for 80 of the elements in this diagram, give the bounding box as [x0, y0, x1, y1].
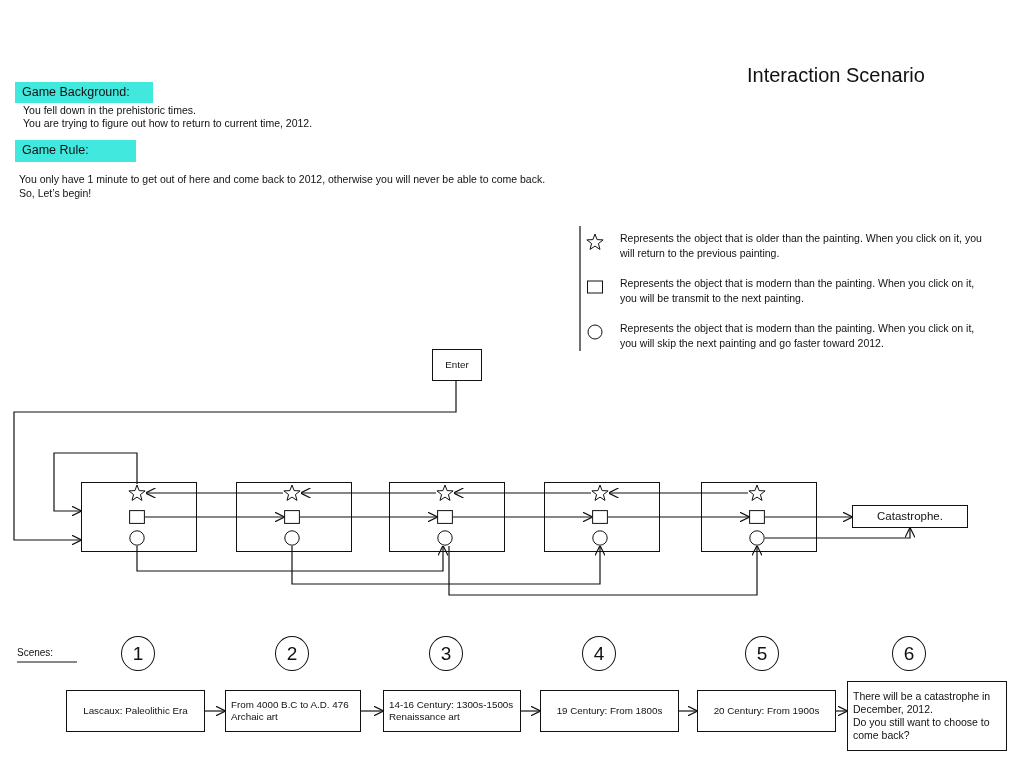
- process-box: [540, 690, 679, 732]
- box-label: Lascaux: Paleolithic Era: [83, 704, 188, 718]
- process-box: [847, 681, 1007, 751]
- circle-icon: [284, 530, 300, 546]
- arrow: [607, 487, 749, 499]
- step-number: 2: [286, 641, 298, 666]
- box-label: 14-16 Century: 1300s-1500s Renaissance art: [389, 698, 515, 724]
- process-box: [383, 690, 521, 732]
- square-icon: [749, 510, 765, 524]
- step-number: 5: [756, 641, 768, 666]
- arrow: [678, 705, 699, 717]
- process-box: [66, 690, 205, 732]
- arrow: [204, 705, 227, 717]
- process-box: [225, 690, 361, 732]
- box-label: 19 Century: From 1800s: [556, 704, 663, 718]
- arrow: [520, 705, 542, 717]
- scene-box: [236, 482, 352, 552]
- arrow: [764, 526, 916, 539]
- arrow: [360, 705, 385, 717]
- arrow: [452, 511, 594, 523]
- circle-icon: [749, 530, 765, 546]
- star-icon: [748, 484, 766, 502]
- step-circle: [582, 636, 616, 671]
- arrow: [13, 380, 457, 546]
- square-icon: [129, 510, 145, 524]
- scene-box: [389, 482, 505, 552]
- legend-text: Represents the object that is older than the painting. When you click on it, you will return to the previous painting.: [620, 231, 983, 261]
- box-label: From 4000 B.C to A.D. 476 Archaic art: [231, 698, 350, 724]
- arrow: [835, 705, 849, 717]
- step-number: 4: [593, 641, 605, 666]
- legend-text: Represents the object that is modern than the painting. When you click on it, you will skip the next painting and go faster toward 2012.: [620, 321, 976, 351]
- step-circle: [429, 636, 463, 671]
- arrow: [452, 487, 592, 499]
- arrow: [144, 511, 286, 523]
- note-text: So, Let’s begin!: [19, 187, 92, 200]
- heading-band: Game Rule:: [15, 140, 136, 162]
- box-label: There will be a catastrophe in December, 2012.: [853, 689, 992, 716]
- square-icon: [592, 510, 608, 524]
- legend-text: Represents the object that is modern than the painting. When you click on it, you will be transmit to the next painting.: [620, 276, 976, 306]
- star-icon: [436, 484, 454, 502]
- step-number: 6: [903, 641, 915, 666]
- arrow: [448, 544, 763, 596]
- process-box: [697, 690, 836, 732]
- arrow: [53, 452, 138, 517]
- box-label: Catastrophe.: [877, 509, 943, 524]
- circle-icon: [437, 530, 453, 546]
- note-text: You are trying to figure out how to return to current time, 2012.: [23, 117, 313, 130]
- arrow: [299, 511, 439, 523]
- star-icon: [591, 484, 609, 502]
- scene-box: [544, 482, 660, 552]
- square-icon: [437, 510, 453, 524]
- star-icon: [283, 484, 301, 502]
- step-circle: [121, 636, 155, 671]
- process-box: [852, 505, 968, 528]
- heading-band: Game Background:: [15, 82, 153, 103]
- scene-box: [81, 482, 197, 552]
- arrow: [607, 511, 751, 523]
- step-number: 1: [132, 641, 144, 666]
- note-text: You only have 1 minute to get out of here and come back to 2012, otherwise you will never be able to come back.: [19, 173, 546, 186]
- circle-icon: [592, 530, 608, 546]
- square-icon: [284, 510, 300, 524]
- step-number: 3: [440, 641, 452, 666]
- circle-icon: [129, 530, 145, 546]
- arrow: [299, 487, 437, 499]
- box-label: Do you still want to choose to come back?: [853, 716, 991, 743]
- box-label: 20 Century: From 1900s: [713, 704, 820, 718]
- arrow: [764, 511, 854, 523]
- arrow: [136, 544, 449, 572]
- arrow: [144, 487, 284, 499]
- note-text: You fell down in the prehistoric times.: [23, 104, 196, 117]
- process-box: [432, 349, 482, 381]
- title: Interaction Scenario: [747, 64, 925, 87]
- step-circle: [275, 636, 309, 671]
- step-circle: [745, 636, 779, 671]
- arrow: [291, 544, 606, 585]
- step-circle: [892, 636, 926, 671]
- box-label: Enter: [445, 358, 469, 372]
- star-icon: [128, 484, 146, 502]
- scene-box: [701, 482, 817, 552]
- section-label: Scenes:: [17, 647, 54, 659]
